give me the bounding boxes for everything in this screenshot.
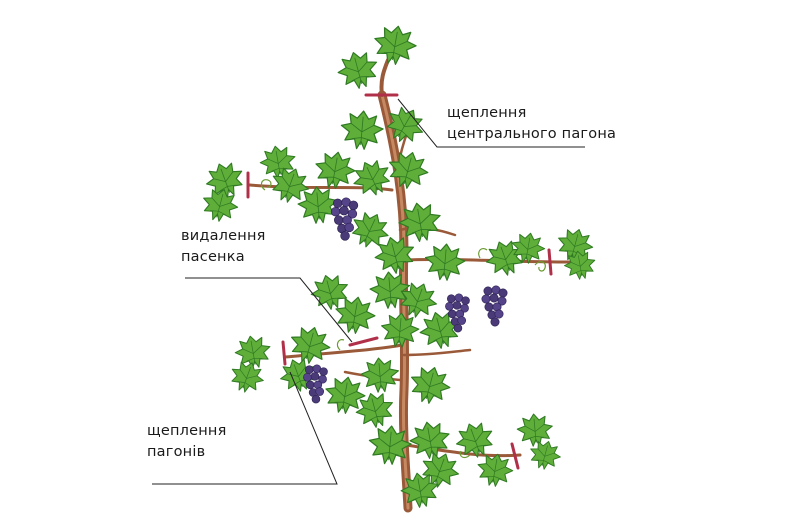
label-line: центрального пагона <box>447 126 617 142</box>
tendrils <box>260 179 546 459</box>
cut-mark-lower-right <box>510 442 520 470</box>
pinch-marks <box>246 93 553 470</box>
label-shoots-pinching: щеплення пагонів <box>147 421 227 463</box>
grape-bunch <box>481 285 508 327</box>
label-line: пагонів <box>147 444 206 460</box>
leader-line-central <box>397 98 585 148</box>
cut-mark-right-branch <box>547 248 553 276</box>
label-line: видалення <box>181 228 266 244</box>
leader-lines <box>152 98 585 485</box>
label-line: щеплення <box>447 105 527 121</box>
cut-mark-sideshoot <box>348 336 379 347</box>
cut-mark-lower-left <box>281 340 287 366</box>
leader-line-sideshoot <box>185 277 353 343</box>
leader-line-shoots <box>152 371 338 485</box>
grape-bunch <box>303 364 328 404</box>
label-sideshoot-removal: видалення пасенка <box>181 226 266 268</box>
label-line: щеплення <box>147 423 227 439</box>
label-central-shoot-pinching: щеплення центрального пагона <box>447 103 616 145</box>
label-line: пасенка <box>181 249 245 265</box>
